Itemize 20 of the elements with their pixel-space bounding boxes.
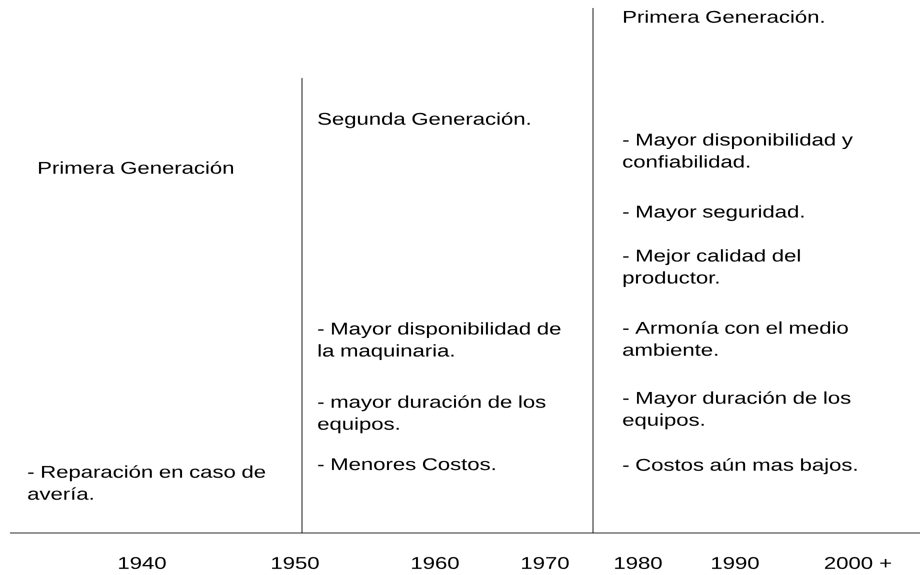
list-item: - Mayor disponibilidad y confiabilidad. [623,133,853,168]
year-label: 1960 [412,556,459,570]
list-item: - mayor duración de los equipos. [318,395,546,434]
list-item: - Costos aún mas bajos. [623,458,857,474]
list-item: - Mayor disponibilidad de la maquinaria. [318,322,560,360]
year-label: 1940 [119,556,166,570]
list-item: - Mayor seguridad. [623,205,804,222]
column-heading: Primera Generación. [624,10,824,23]
column-heading: Segunda Generación. [318,112,530,128]
year-label: 1990 [712,556,759,570]
year-label: 1970 [522,556,569,570]
list-item: - Armonía con el medio ambiente. [623,321,848,356]
list-item: - Reparación en caso de avería. [28,465,266,500]
list-item: - Menores Costos. [318,458,495,470]
list-item: - Mejor calidad del productor. [623,249,800,288]
year-label: 2000 + [825,556,891,570]
column-heading: Primera Generación [39,161,234,174]
year-label: 1980 [615,556,662,570]
year-label: 1950 [272,556,319,570]
list-item: - Mayor duración de los equipos. [623,391,850,430]
